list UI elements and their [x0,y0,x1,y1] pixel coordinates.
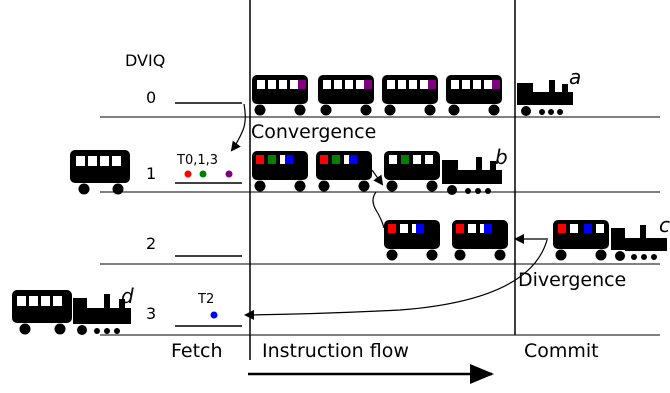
train-c-locomotive [611,225,667,261]
train-a-label: a [569,65,581,89]
lane2-car-1 [384,220,440,261]
train-b-locomotive [442,157,502,195]
token-red-q1 [184,170,192,178]
train-d-locomotive [73,294,131,335]
fetch-label: Fetch [171,340,223,362]
commit-label: Commit [524,340,599,362]
train-d-car [12,290,72,335]
train-b-car-1 [252,151,308,192]
train-b-car-2 [316,151,372,192]
train-d-label: d [121,284,134,308]
train-b-car-3 [384,151,440,192]
train-a-car-3 [382,75,438,116]
lane2-car-2 [452,220,508,261]
queue-number-3: 3 [146,304,156,323]
queue-number-2: 2 [146,234,156,253]
flow-label: Instruction flow [262,340,409,362]
token-blue-q3 [210,311,218,319]
queue-number-1: 1 [146,164,156,183]
train-b-label: b [495,145,508,169]
token-purple-q1 [225,170,233,178]
token-green-q1 [199,170,207,178]
divergence-label: Divergence [518,269,626,291]
train-a-car-4 [446,75,502,116]
waiting-car [70,150,130,195]
divergence-to-queue3-arrow [244,239,548,320]
train-a-car-1 [252,75,308,116]
train-c-label: c [659,213,670,237]
queue-label-1: T0,1,3 [176,153,218,168]
convergence-arrow [230,103,246,152]
train-a-locomotive [517,80,573,116]
lane1-to-lane2-connector [372,191,385,229]
train-c-car [553,220,609,261]
dviq-header: DVIQ [125,51,165,70]
queue-number-0: 0 [146,88,156,107]
convergence-label: Convergence [251,121,376,143]
queue-label-3: T2 [197,292,214,307]
train-a-car-2 [318,75,374,116]
lane1-car2-arrow [371,169,384,186]
